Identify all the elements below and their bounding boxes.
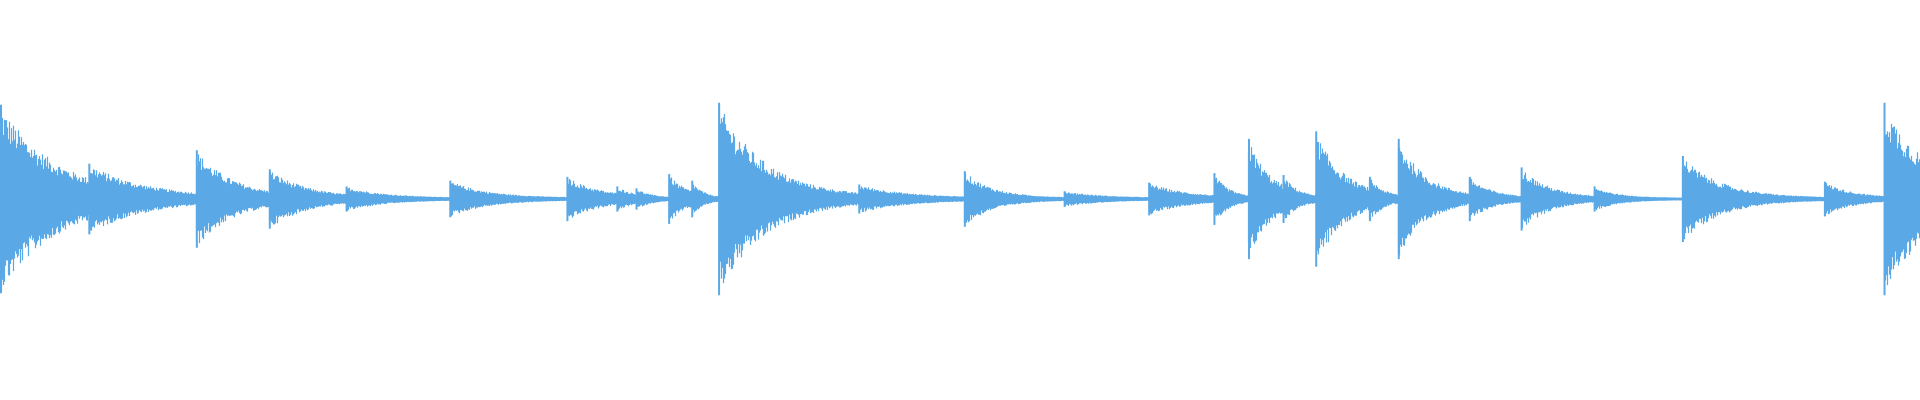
waveform-path <box>0 105 1920 292</box>
waveform-envelope <box>0 102 1920 296</box>
